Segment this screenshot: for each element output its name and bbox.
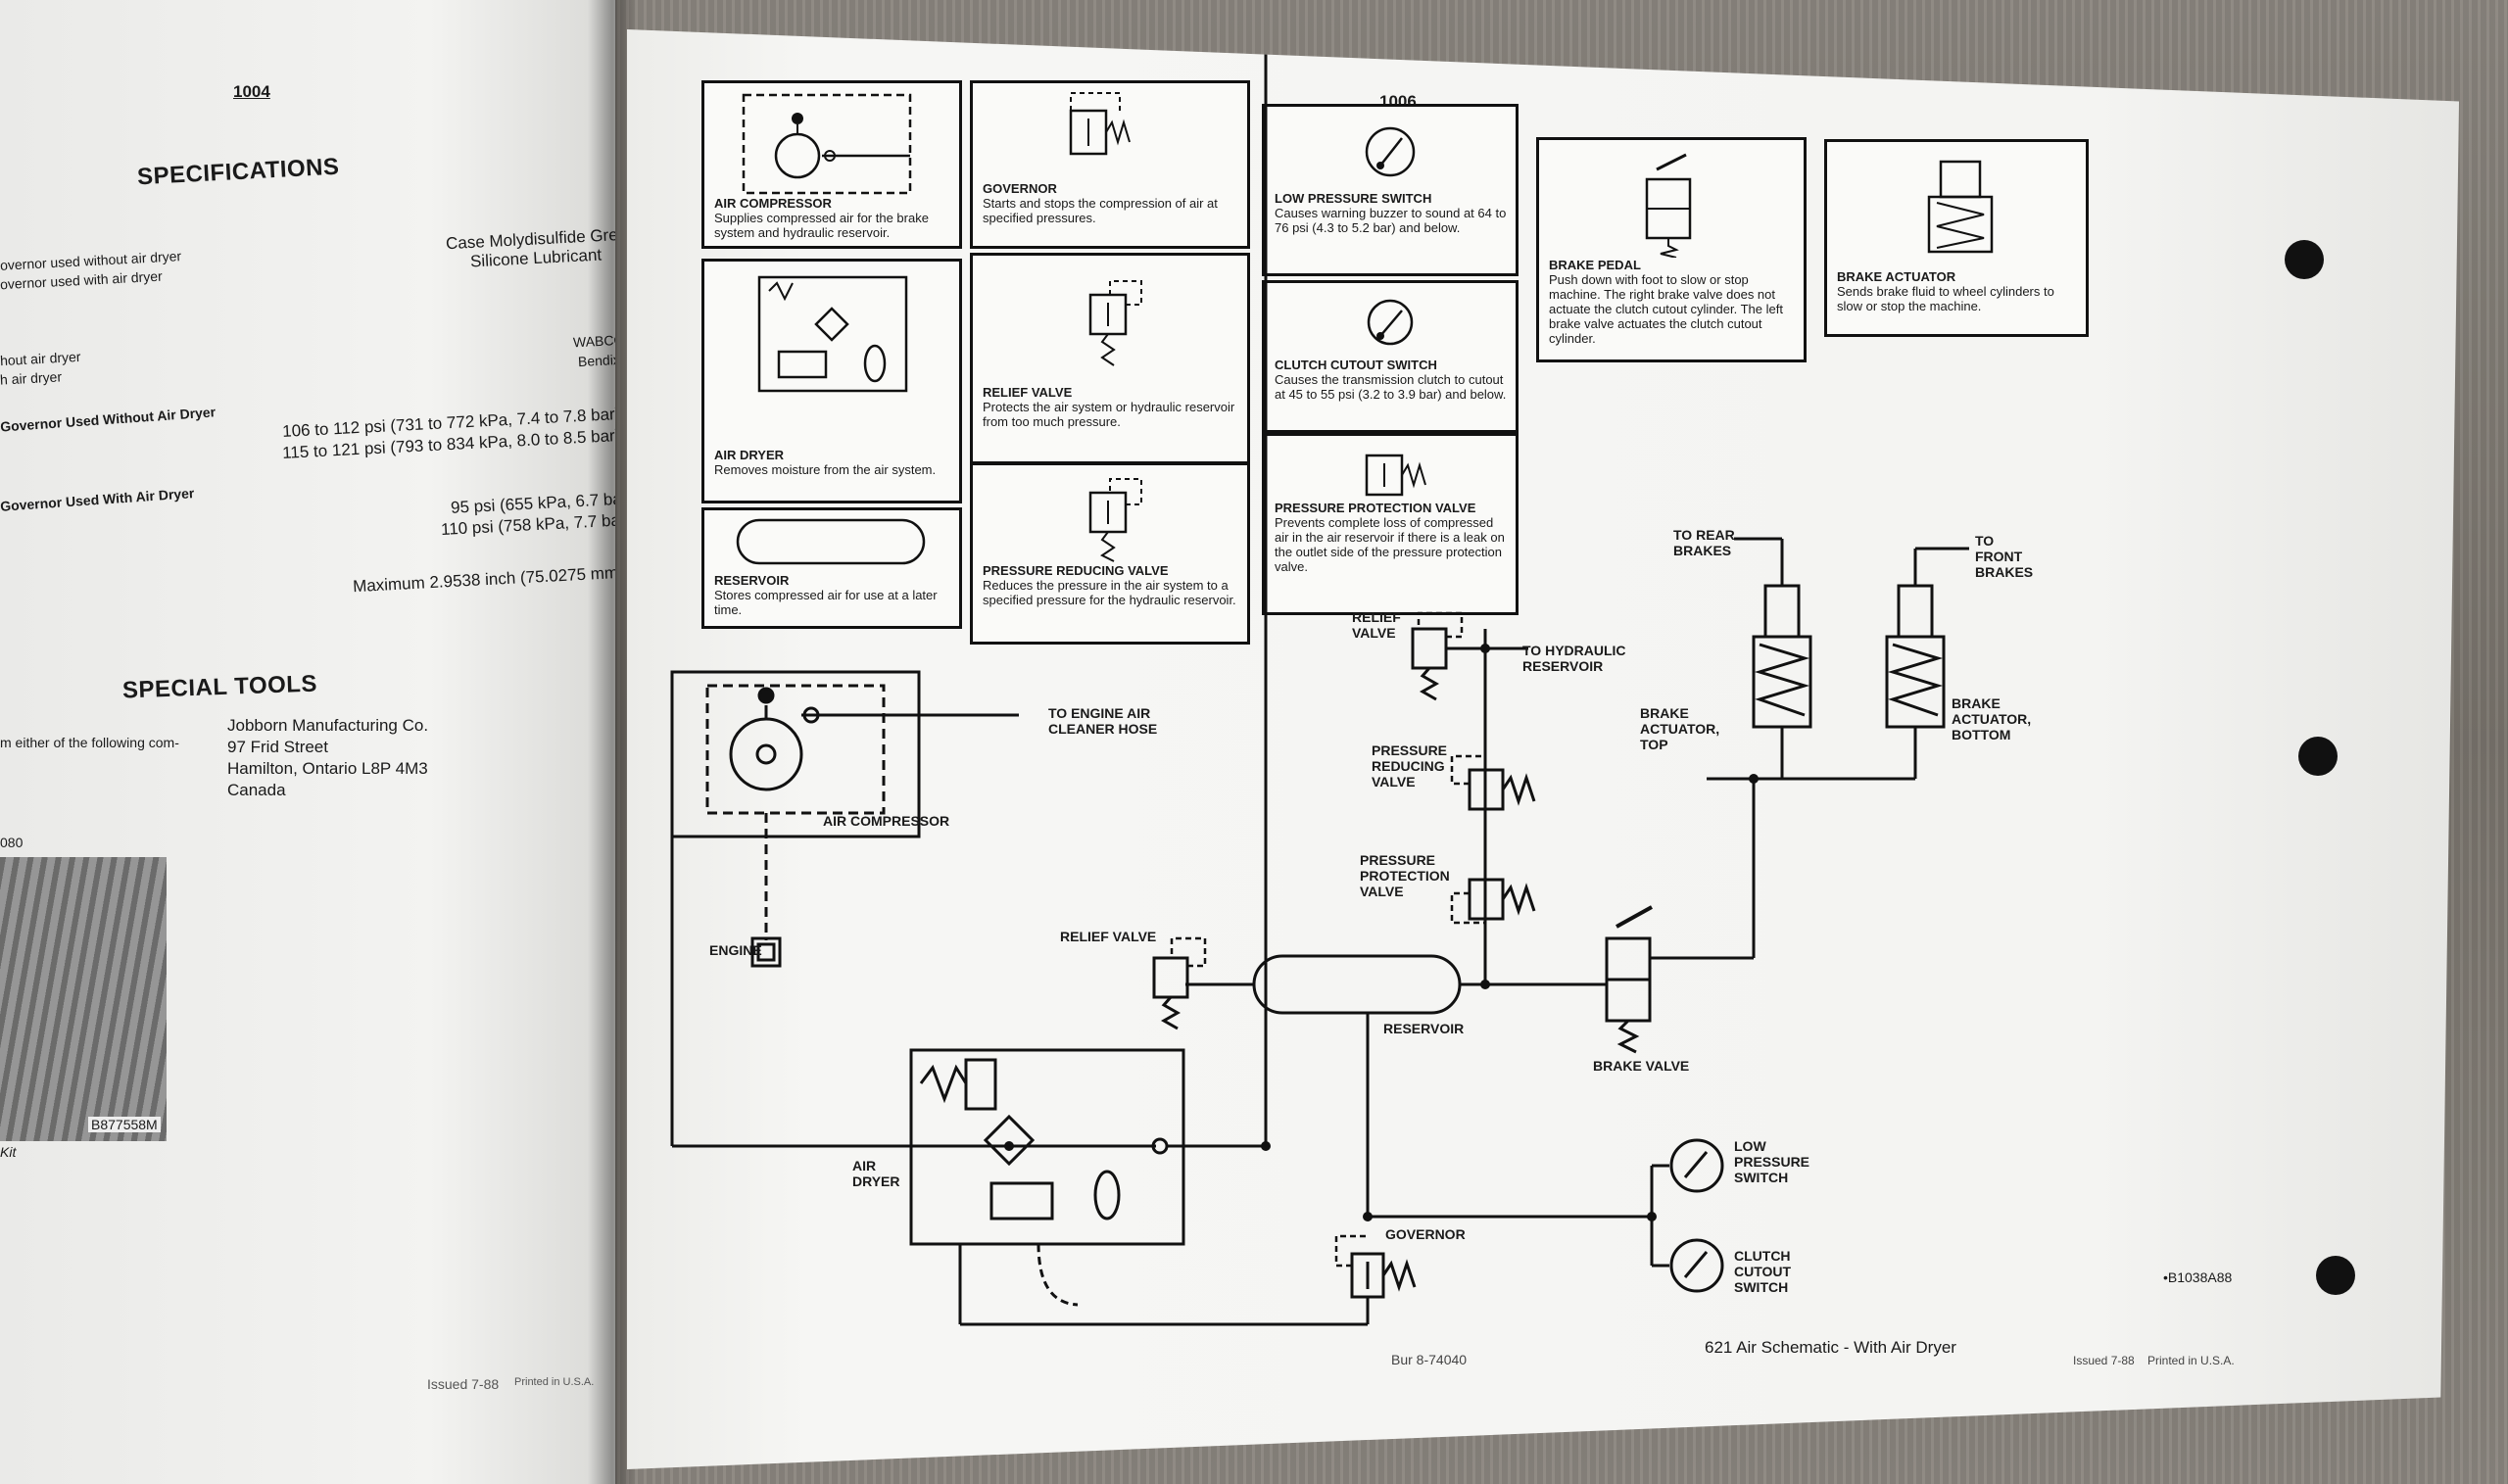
air-dryer-symbol: [757, 275, 908, 393]
spec-value: Maximum 2.9538 inch (75.0275 mm): [352, 562, 615, 597]
legend-name: AIR DRYER: [714, 448, 785, 462]
address-line: Canada: [227, 781, 286, 799]
label-actuator-bottom: BRAKE ACTUATOR, BOTTOM: [1952, 695, 2032, 742]
legend-desc: Stores compressed air for use at a later…: [714, 588, 938, 617]
legend-name: RELIEF VALVE: [983, 385, 1073, 400]
spec-group: Governor Used With Air Dryer: [0, 485, 195, 514]
right-issued: Issued 7-88: [2073, 1354, 2135, 1367]
tool-address: Jobborn Manufacturing Co. 97 Frid Street…: [227, 715, 428, 801]
left-printed: Printed in U.S.A.: [514, 1376, 595, 1388]
legend-name: AIR COMPRESSOR: [714, 196, 832, 211]
legend-name: BRAKE ACTUATOR: [1837, 269, 1956, 284]
spec-label: h air dryer: [0, 368, 63, 388]
binder-hole: [2285, 240, 2324, 279]
address-line: 97 Frid Street: [227, 738, 328, 756]
governor-symbol: [1069, 92, 1131, 156]
brake-pedal-symbol: [1645, 153, 1692, 258]
spec-table: overnor used without air dryer Case Moly…: [0, 224, 615, 637]
legend-name: LOW PRESSURE SWITCH: [1275, 191, 1432, 206]
legend-desc: Protects the air system or hydraulic res…: [983, 400, 1235, 429]
label-pressure-protection: PRESSURE PROTECTION VALVE: [1360, 852, 1450, 899]
label-air-dryer: AIR DRYER: [852, 1158, 900, 1189]
label-engine: ENGINE: [709, 942, 762, 958]
legend-desc: Supplies compressed air for the brake sy…: [714, 211, 929, 240]
label-to-front-brakes: TO FRONT BRAKES: [1975, 533, 2034, 580]
legend-name: GOVERNOR: [983, 181, 1057, 196]
legend-desc: Causes warning buzzer to sound at 64 to …: [1275, 206, 1507, 235]
label-relief-valve: RELIEF VALVE: [1060, 929, 1157, 944]
legend-name: BRAKE PEDAL: [1549, 258, 1641, 272]
left-page: 1004 SPECIFICATIONS overnor used without…: [0, 0, 615, 1484]
label-low-pressure-switch: LOW PRESSURE SWITCH: [1734, 1138, 1810, 1185]
legend-desc: Starts and stops the compression of air …: [983, 196, 1218, 225]
relief-valve-symbol: [1088, 280, 1142, 366]
legend-desc: Push down with foot to slow or stop mach…: [1549, 272, 1783, 346]
binder-hole: [2298, 737, 2338, 776]
left-page-number: 1004: [233, 82, 270, 101]
label-to-hydraulic: TO HYDRAULIC RESERVOIR: [1522, 643, 1626, 674]
label-brake-valve: BRAKE VALVE: [1593, 1058, 1690, 1074]
spec-group: Governor Used Without Air Dryer: [0, 404, 217, 435]
pressure-reducing-valve-symbol: [1088, 478, 1142, 562]
label-pressure-reducing: PRESSURE REDUCING VALVE: [1372, 742, 1448, 790]
address-line: Jobborn Manufacturing Co.: [227, 716, 429, 735]
label-to-rear-brakes: TO REAR BRAKES: [1673, 527, 1735, 558]
legend-name: RESERVOIR: [714, 573, 790, 588]
left-issued: Issued 7-88: [427, 1376, 500, 1392]
air-compressor-symbol: [742, 93, 912, 195]
legend-desc: Sends brake fluid to wheel cylinders to …: [1837, 284, 2054, 313]
label-reservoir: RESERVOIR: [1383, 1021, 1465, 1036]
right-printed: Printed in U.S.A.: [2147, 1354, 2235, 1367]
legend-name: PRESSURE PROTECTION VALVE: [1275, 501, 1476, 515]
schematic-caption: 621 Air Schematic - With Air Dryer: [1705, 1338, 1956, 1357]
special-tools-title: SPECIAL TOOLS: [121, 670, 318, 704]
figure-id: •B1038A88: [2163, 1269, 2233, 1285]
spec-label: hout air dryer: [0, 348, 81, 369]
legend-desc: Causes the transmission clutch to cutout…: [1275, 372, 1507, 402]
kit-label: Kit: [0, 1144, 17, 1160]
label-to-engine-air: TO ENGINE AIR CLEANER HOSE: [1048, 705, 1158, 737]
tool-kit-photo: [0, 857, 167, 1141]
pressure-protection-valve-symbol: [1365, 454, 1426, 497]
legend-desc: Removes moisture from the air system.: [714, 462, 937, 477]
reservoir-symbol: [736, 518, 926, 565]
special-tools-text: m either of the following com-: [0, 735, 179, 750]
figure-number: 080: [0, 835, 24, 850]
legend-name: CLUTCH CUTOUT SWITCH: [1275, 358, 1437, 372]
photo-caption: B877558M: [88, 1117, 161, 1132]
legend-name: PRESSURE REDUCING VALVE: [983, 563, 1169, 578]
address-line: Hamilton, Ontario L8P 4M3: [227, 759, 428, 778]
specifications-title: SPECIFICATIONS: [136, 153, 341, 191]
low-pressure-switch-symbol: [1365, 126, 1416, 177]
legend-desc: Reduces the pressure in the air system t…: [983, 578, 1236, 607]
legend-desc: Prevents complete loss of compressed air…: [1275, 515, 1505, 574]
label-governor: GOVERNOR: [1385, 1226, 1466, 1242]
bur-number: Bur 8-74040: [1391, 1352, 1468, 1367]
brake-actuator-symbol: [1927, 160, 1994, 254]
label-relief-valve-top: RELIEF VALVE: [1352, 609, 1401, 641]
clutch-cutout-switch-symbol: [1367, 299, 1414, 346]
label-clutch-cutout-switch: CLUTCH CUTOUT SWITCH: [1734, 1248, 1792, 1295]
label-air-compressor: AIR COMPRESSOR: [823, 813, 950, 829]
label-actuator-top: BRAKE ACTUATOR, TOP: [1640, 705, 1720, 752]
binder-hole: [2316, 1256, 2355, 1295]
